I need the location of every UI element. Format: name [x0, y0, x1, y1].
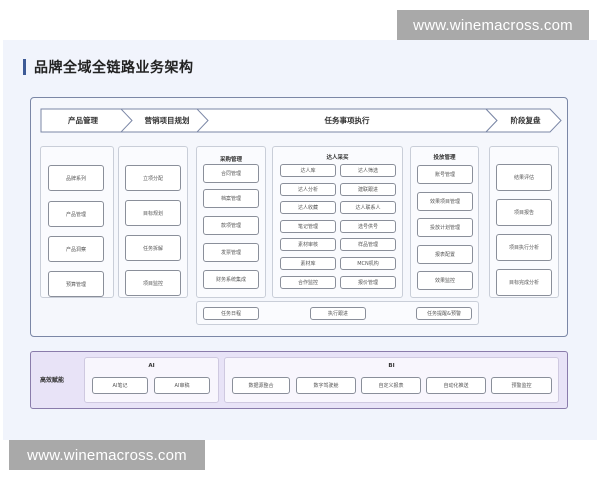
watermark-bottom: www.winemacross.com: [9, 440, 205, 470]
column-title: 投放管理: [433, 155, 456, 161]
ai-group-title: AI: [148, 363, 155, 369]
chevron-arrow-icon: [485, 108, 562, 133]
node-mcn-agency[interactable]: MCN机构: [340, 257, 396, 270]
stage-label: 营销项目规划: [144, 116, 190, 125]
column-title: 达人采买: [326, 155, 349, 161]
stage-label: 任务事项执行: [324, 116, 370, 125]
node-talent-contacts[interactable]: 达人联系人: [340, 201, 396, 214]
watermark-top: www.winemacross.com: [397, 10, 589, 40]
node-project-allocation[interactable]: 立项分配: [125, 165, 181, 191]
node-project-report[interactable]: 项目报告: [496, 199, 552, 226]
node-task-breakdown[interactable]: 任务拆解: [125, 235, 181, 261]
node-budget-management[interactable]: 预算管理: [48, 271, 104, 297]
node-invoice-management[interactable]: 发票管理: [203, 243, 259, 262]
node-performance-monitoring[interactable]: 效果监控: [417, 271, 473, 290]
node-talent-analysis[interactable]: 达人分析: [280, 183, 336, 196]
node-report-config[interactable]: 报表配置: [417, 245, 473, 264]
node-ai-notes[interactable]: AI笔记: [92, 377, 148, 394]
stage-task-execution: 任务事项执行: [196, 108, 498, 133]
enablement-label: 高效赋能: [40, 377, 65, 384]
stage-label: 产品管理: [68, 116, 98, 125]
title-accent-bar: [23, 59, 26, 75]
node-ai-review[interactable]: AI审稿: [154, 377, 210, 394]
node-payment-management[interactable]: 款项管理: [203, 216, 259, 235]
node-material-library[interactable]: 素材库: [280, 257, 336, 270]
node-project-monitoring[interactable]: 项目监控: [125, 270, 181, 296]
node-contract-management[interactable]: 合同管理: [203, 164, 259, 183]
node-note-management[interactable]: 笔记管理: [280, 220, 336, 233]
node-account-management[interactable]: 账号管理: [417, 165, 473, 184]
node-talent-filter[interactable]: 达人筛选: [340, 164, 396, 177]
node-product-management[interactable]: 产品管理: [48, 201, 104, 227]
node-talent-pool[interactable]: 达人库: [280, 164, 336, 177]
node-auto-push[interactable]: 自动化推送: [426, 377, 486, 394]
node-goal-planning[interactable]: 目标规划: [125, 200, 181, 226]
node-digital-cockpit[interactable]: 数字驾驶舱: [296, 377, 356, 394]
node-contact-follow-up[interactable]: 建联跟进: [340, 183, 396, 196]
node-brand-series[interactable]: 品牌系列: [48, 165, 104, 191]
node-quote-management[interactable]: 报价管理: [340, 276, 396, 289]
node-result-evaluation[interactable]: 结果评估: [496, 164, 552, 191]
node-sample-management[interactable]: 样品管理: [340, 238, 396, 251]
node-archive-management[interactable]: 档案管理: [203, 189, 259, 208]
page-title-text: 品牌全域全链路业务架构: [34, 60, 194, 76]
bi-group-title: BI: [388, 363, 395, 369]
node-ad-plan-management[interactable]: 投放计划管理: [417, 218, 473, 237]
node-task-schedule[interactable]: 任务日程: [203, 307, 259, 320]
node-cooperation-monitoring[interactable]: 合作监控: [280, 276, 336, 289]
node-material-review[interactable]: 素材审核: [280, 238, 336, 251]
node-task-alerts[interactable]: 任务提醒&预警: [416, 307, 472, 320]
stage-label: 阶段复盘: [510, 116, 541, 125]
node-execution-analysis[interactable]: 项目执行分析: [496, 234, 552, 261]
node-finance-integration[interactable]: 财务系统集成: [203, 270, 259, 289]
node-talent-favorites[interactable]: 达人收藏: [280, 201, 336, 214]
node-performance-project-management[interactable]: 效果项目管理: [417, 192, 473, 211]
node-alert-monitoring[interactable]: 预警监控: [491, 377, 552, 394]
node-custom-report[interactable]: 自定义报表: [361, 377, 421, 394]
node-product-insight[interactable]: 产品洞察: [48, 236, 104, 262]
stage-review: 阶段复盘: [485, 108, 562, 133]
node-execution-follow-up[interactable]: 执行跟进: [310, 307, 366, 320]
column-title: 采购管理: [219, 157, 242, 163]
page-title: 品牌全域全链路业务架构: [23, 57, 194, 77]
node-account-selection[interactable]: 选号供号: [340, 220, 396, 233]
node-goal-completion-analysis[interactable]: 目标完成分析: [496, 269, 552, 296]
node-data-source-integration[interactable]: 数据源整合: [232, 377, 290, 394]
